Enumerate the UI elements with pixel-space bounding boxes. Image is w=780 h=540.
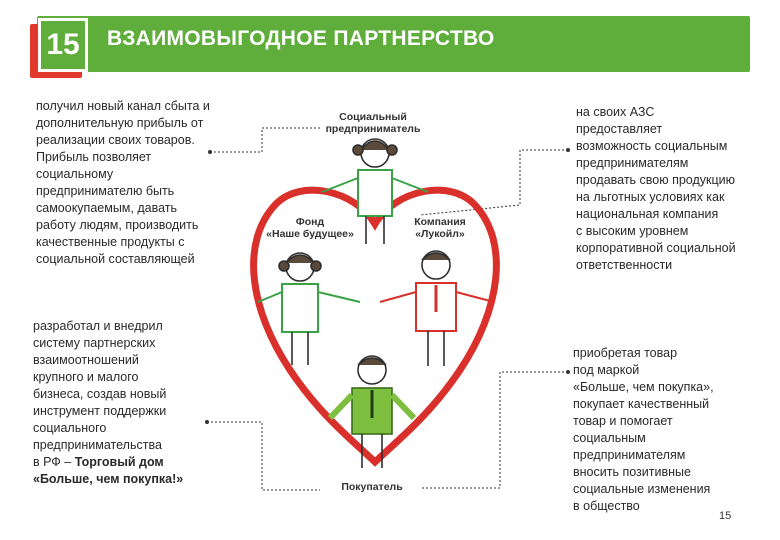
text-line: приобретая товар [573,346,678,360]
text-line: корпоративной социальной [576,241,736,255]
heart-outline [250,186,500,467]
text-bold: Торговый дом [74,455,164,469]
label-company: Компания «Лукойл» [400,216,480,240]
slide-number-badge: 15 [38,18,88,72]
text-bottom-left: разработал и внедрил систему партнерских… [33,318,223,488]
text-line: «Больше, чем покупка!» [33,471,223,488]
text-line: национальная компания [576,207,719,221]
label-line: Фонд [295,216,325,228]
text-line: получил новый канал сбыта и [36,99,210,113]
connector-lines [207,127,568,491]
text-line: социальной составляющей [36,252,195,266]
page-title: ВЗАИМОВЫГОДНОЕ ПАРТНЕРСТВО [107,27,495,50]
text-line: крупного и малого [33,370,139,384]
text-line: на льготных условиях как [576,190,725,204]
text-line: разработал и внедрил [33,319,163,333]
text-line: социальным [573,431,646,445]
text-line: социальные изменения [573,482,711,496]
text-line: «Больше, чем покупка», [573,380,714,394]
text-line: социальному [36,167,114,181]
text-line: реализации своих товаров. [36,133,195,147]
company-figure [379,250,495,366]
text-prefix: в РФ – [33,455,75,469]
text-line: Прибыль позволяет [36,150,152,164]
label-line: Социальный [339,111,407,123]
text-line: вносить позитивные [573,465,691,479]
text-top-left: получил новый канал сбыта и дополнительн… [36,98,236,268]
page-number: 15 [719,510,732,522]
text-line: предоставляет [576,122,663,136]
text-line: самоокупаемым, давать [36,201,178,215]
text-line: возможность социальным [576,139,728,153]
text-line: качественные продукты с [36,235,185,249]
text-line: дополнительную прибыль от [36,116,204,130]
text-line: социального [33,421,107,435]
label-fund: Фонд «Наше будущее» [260,216,360,240]
text-line: предпринимательства [33,438,162,452]
fund-figure [257,252,361,365]
social-entrepreneur-figure [321,138,429,244]
text-line: ответственности [576,258,673,272]
text-line: покупает качественный [573,397,710,411]
text-line: взаимоотношений [33,353,139,367]
text-line: предпринимателям [576,156,689,170]
buyer-figure [327,355,417,468]
text-line: под маркой [573,363,640,377]
text-line: в общество [573,499,640,513]
text-line: предпринимателю быть [36,184,175,198]
text-top-right: на своих АЗС предоставляет возможность с… [576,104,776,274]
text-line: предпринимателям [573,448,686,462]
text-line: на своих АЗС [576,105,655,119]
text-line: продавать свою продукцию [576,173,736,187]
label-line: Компания [414,216,466,228]
label-social-entrepreneur: Социальный предприниматель [318,111,428,135]
label-line: предприниматель [325,123,421,135]
label-line: «Наше будущее» [266,228,354,240]
label-line: «Лукойл» [415,228,465,240]
text-line: систему партнерских [33,336,156,350]
text-bottom-right: приобретая товар под маркой «Больше, чем… [573,345,763,515]
text-line: с высоким уровнем [576,224,689,238]
text-line: бизнеса, создав новый [33,387,167,401]
header-bar [37,16,750,72]
text-bold: «Больше, чем покупка!» [33,472,184,486]
text-line: в РФ – Торговый дом [33,454,223,471]
label-buyer: Покупатель [341,481,403,493]
text-line: товар и помогает [573,414,673,428]
text-line: работу людям, производить [36,218,199,232]
text-line: инструмент поддержки [33,404,167,418]
